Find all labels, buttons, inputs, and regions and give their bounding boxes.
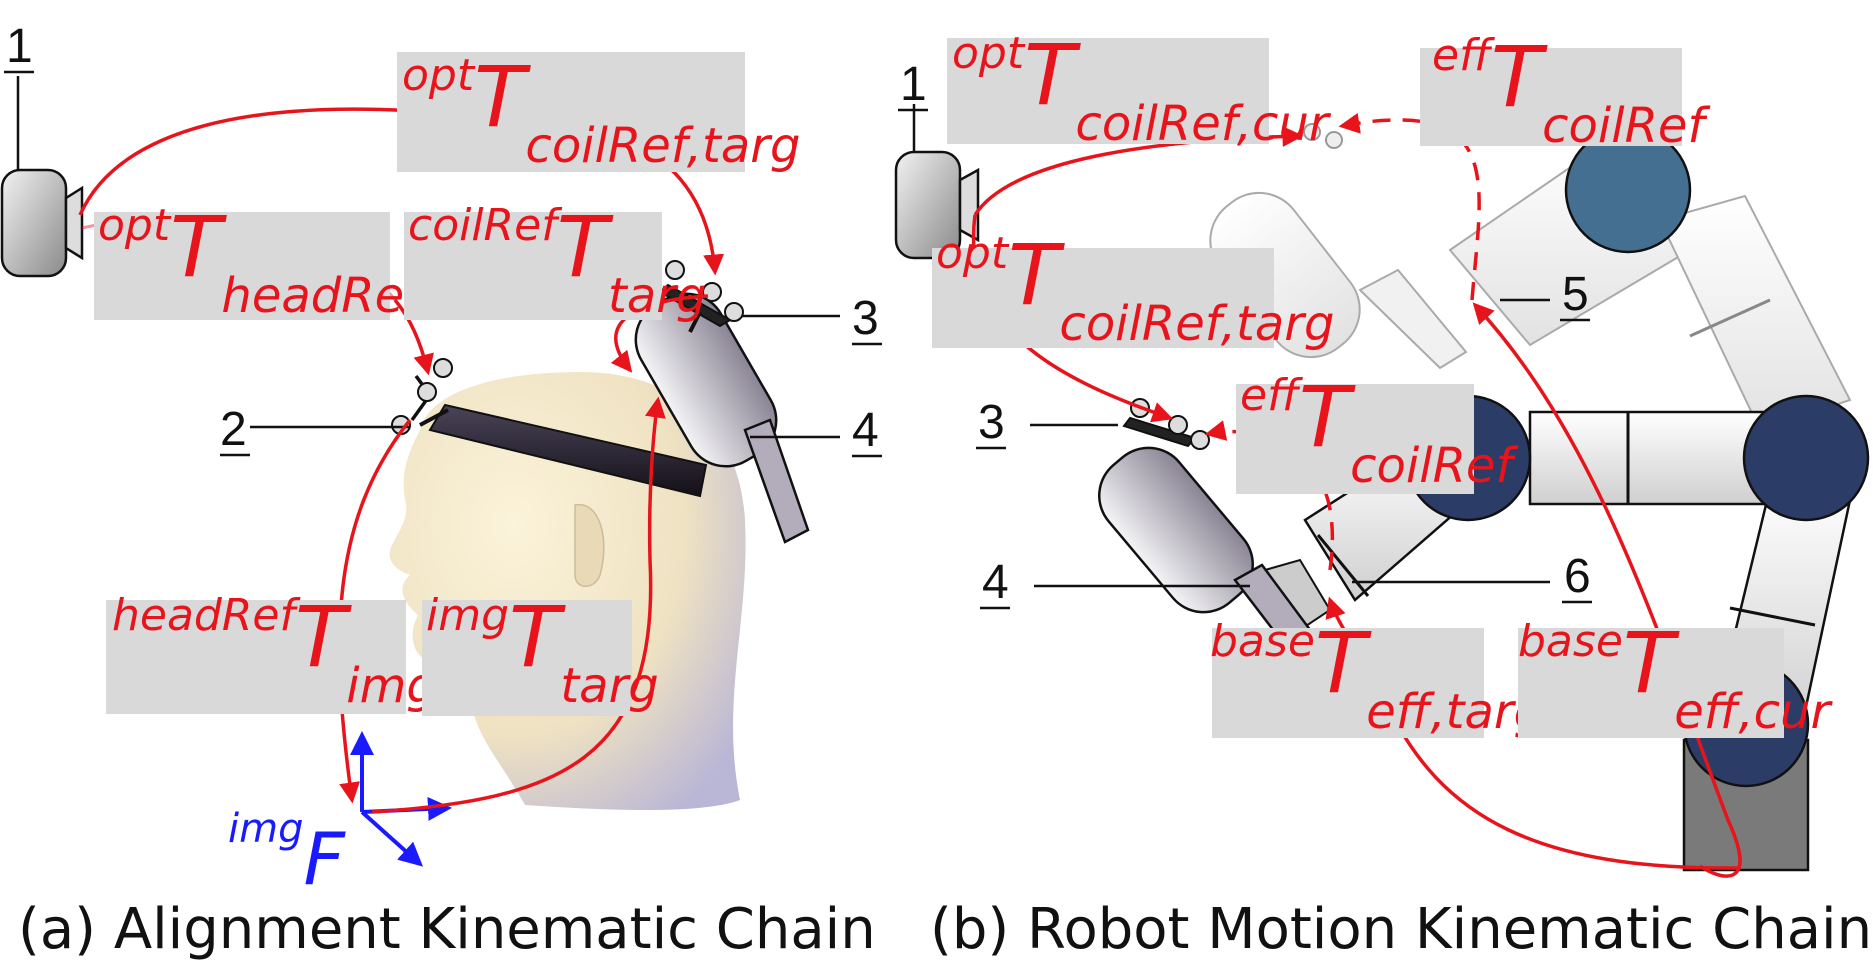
tf-label-base-eff-targ: baseTeff,targ: [1210, 614, 1544, 740]
callout-6: 6: [1564, 550, 1591, 603]
panel-b: 1 3 4 5 6: [894, 26, 1872, 962]
arrow-opt-headref: [393, 298, 434, 376]
label-box-base-eff-cur: [1518, 628, 1784, 738]
head-reference-marker: [391, 358, 453, 435]
callout-3b: 3: [978, 396, 1005, 449]
coil-reference-marker: [658, 260, 744, 333]
camera-icon: [0, 168, 84, 278]
headband: [428, 403, 708, 498]
tf-label-eff-coilref: effTcoilRef: [1240, 368, 1518, 494]
label-box-base-eff-targ: [1212, 628, 1484, 738]
tf-label-opt-coilref-cur: optTcoilRef,cur: [952, 26, 1332, 152]
label-box-headref-img: [106, 600, 406, 714]
image-frame-axes: [350, 731, 452, 867]
tf-label-img-targ: imgTtarg: [426, 588, 659, 714]
panel-a: 1 2: [0, 20, 882, 962]
callout-1b: 1: [900, 58, 927, 111]
label-box-eff-coilref: [1236, 384, 1474, 494]
robot-joint: [1742, 394, 1870, 522]
label-box-img-targ: [422, 600, 632, 716]
label-box-opt-headref: [94, 212, 390, 320]
tf-label-eff-coilref-ghost: effTcoilRef: [1432, 28, 1710, 154]
label-box-opt-coilref-targ-b: [932, 248, 1274, 348]
camera-icon: [894, 150, 980, 260]
callout-5: 5: [1562, 268, 1589, 321]
ghost-coil-marker: [1303, 123, 1343, 149]
arrow-eff-coilref-ghost: [1338, 112, 1481, 301]
tf-label-coilref-targ: coilRefTtarg: [408, 198, 706, 324]
arrow-headref-img: [337, 418, 412, 804]
callout-4: 4: [852, 404, 879, 457]
label-box-opt-coilref-cur: [947, 38, 1269, 144]
coil-reference-marker: [1122, 398, 1210, 450]
tf-label-opt-coilref-targ: optTcoilRef,targ: [402, 48, 800, 174]
caption-b: (b) Robot Motion Kinematic Chain: [930, 897, 1872, 962]
callout-3: 3: [852, 292, 879, 345]
tf-label-headref-img: headRefTimg: [112, 588, 437, 714]
caption-a: (a) Alignment Kinematic Chain: [18, 897, 876, 962]
callout-1: 1: [6, 20, 33, 73]
callout-4b: 4: [982, 556, 1009, 609]
label-box-coilref-targ: [404, 212, 662, 320]
label-box-eff-coilref-ghost: [1420, 48, 1682, 146]
arrow-img-targ: [371, 396, 666, 814]
image-frame-label: imgF: [228, 806, 346, 901]
tf-label-opt-coilref-targ-b: optTcoilRef,targ: [936, 226, 1334, 352]
label-box-opt-coilref-targ: [397, 52, 745, 172]
tf-label-opt-headref: optTheadRef: [98, 198, 427, 324]
tf-label-base-eff-cur: baseTeff,cur: [1518, 614, 1833, 740]
callout-2: 2: [220, 403, 247, 456]
